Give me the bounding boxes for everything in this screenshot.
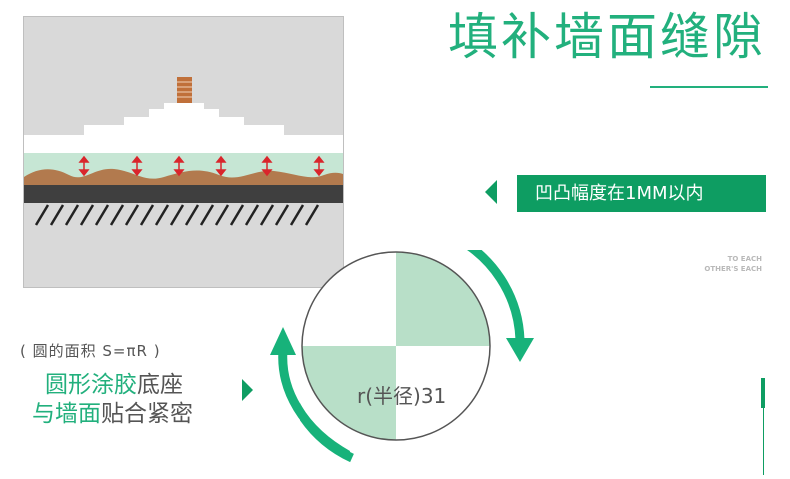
- description-line-1-rest: 底座: [137, 372, 183, 398]
- sticker-layer-base: [24, 135, 343, 153]
- tagline-line-1: TO EACH: [727, 255, 762, 263]
- page-title: 填补墙面缝隙: [448, 8, 766, 66]
- red-double-arrow-icon: [78, 155, 90, 177]
- decorative-bar: [761, 378, 765, 408]
- quadrant-top-right: [396, 252, 490, 346]
- round-base-outline: [301, 251, 491, 441]
- sticker-layer-step-1: [84, 125, 284, 137]
- brick-icon: [177, 77, 192, 103]
- sticker-layer-step-4: [164, 103, 204, 111]
- description-line-2-highlight: 与墙面: [32, 401, 101, 427]
- sticker-layer-step-3: [149, 109, 219, 119]
- description-line-2-rest: 贴合紧密: [101, 401, 193, 427]
- red-double-arrow-icon: [261, 155, 273, 177]
- badge-pointer-icon: [485, 180, 497, 204]
- wall-cross-section-diagram: [23, 16, 344, 288]
- pressure-arrows: [78, 155, 325, 177]
- title-underline: [650, 86, 768, 88]
- description-line-2: 与墙面贴合紧密: [32, 394, 193, 428]
- description-line-1-highlight: 圆形涂胶: [45, 372, 137, 398]
- red-double-arrow-icon: [131, 155, 143, 177]
- radius-label: r(半径)31: [357, 384, 447, 408]
- red-double-arrow-icon: [313, 155, 325, 177]
- description-line-1: 圆形涂胶底座: [45, 365, 183, 399]
- wall-layer: [24, 185, 343, 203]
- glue-wave: [24, 168, 343, 187]
- red-double-arrow-icon: [173, 155, 185, 177]
- round-base-diagram: [277, 231, 540, 479]
- cross-section-svg: [24, 77, 343, 226]
- area-formula: ( 圆的面积 S=πR ): [20, 342, 161, 360]
- round-base-svg: [277, 231, 534, 463]
- red-double-arrow-icon: [215, 155, 227, 177]
- tolerance-badge: 凹凸幅度在1MM以内: [517, 175, 766, 212]
- sticker-layer-step-2: [124, 117, 244, 127]
- rotate-arrow-up-tail: [278, 350, 351, 459]
- description-pointer-icon: [242, 379, 253, 401]
- rotate-arrow-up-head-icon: [270, 327, 296, 355]
- tagline-line-2: OTHER'S EACH: [704, 265, 762, 273]
- tagline: TO EACH OTHER'S EACH: [704, 254, 762, 274]
- decorative-line: [763, 408, 764, 475]
- ground-hatch: [34, 204, 320, 226]
